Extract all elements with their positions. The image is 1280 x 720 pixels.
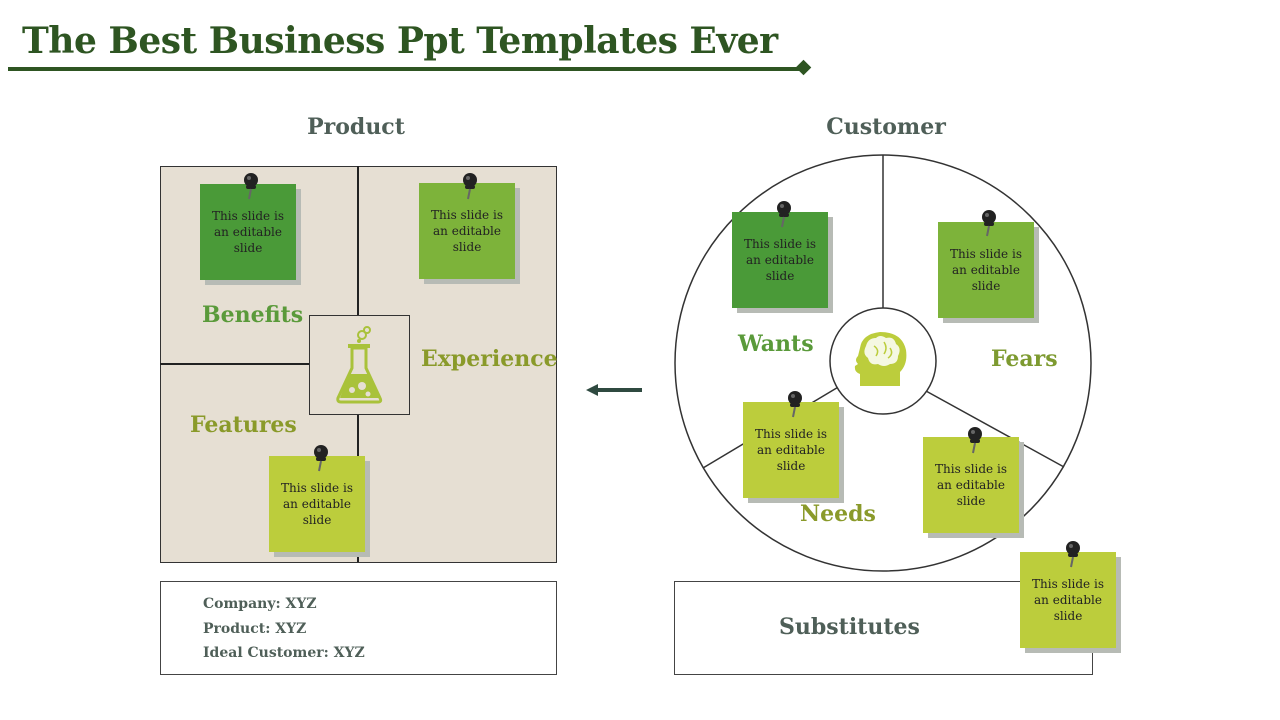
experience-sticky-note: This slide is an editable slide [419, 183, 515, 279]
pushpin-icon [463, 173, 477, 200]
company-line: Company: XYZ [203, 596, 317, 612]
note-text: This slide is an editable slide [950, 247, 1022, 293]
needs2-sticky-note: This slide is an editable slide [923, 437, 1019, 533]
pushpin-icon [1066, 541, 1080, 568]
pushpin-icon [314, 445, 328, 472]
flask-tile [309, 315, 410, 415]
pushpin-icon [982, 210, 996, 237]
title-underline [8, 67, 808, 71]
ideal-customer-line: Ideal Customer: XYZ [203, 645, 365, 661]
title-diamond-marker [795, 59, 812, 76]
note-text: This slide is an editable slide [281, 481, 353, 527]
brain-head-icon [854, 332, 907, 386]
fears-sticky-note: This slide is an editable slide [938, 222, 1034, 318]
note-text: This slide is an editable slide [431, 208, 503, 254]
info-box [160, 581, 557, 675]
product-line: Product: XYZ [203, 621, 307, 637]
features-sticky-note: This slide is an editable slide [269, 456, 365, 552]
product-heading: Product [307, 114, 405, 140]
note-text: This slide is an editable slide [755, 427, 827, 473]
substitutes-label: Substitutes [779, 614, 920, 640]
benefits-sticky-note: This slide is an editable slide [200, 184, 296, 280]
product-divider-left [160, 363, 310, 365]
pushpin-icon [244, 173, 258, 200]
slide-title: The Best Business Ppt Templates Ever [22, 20, 778, 62]
features-label: Features [190, 412, 297, 438]
benefits-label: Benefits [202, 302, 304, 328]
note-text: This slide is an editable slide [744, 237, 816, 283]
fears-label: Fears [991, 346, 1058, 372]
note-text: This slide is an editable slide [212, 209, 284, 255]
note-text: This slide is an editable slide [1032, 577, 1104, 623]
note-text: This slide is an editable slide [935, 462, 1007, 508]
pushpin-icon [777, 201, 791, 228]
product-divider-top [357, 166, 359, 316]
pushpin-icon [788, 391, 802, 418]
wants-label: Wants [738, 331, 814, 357]
needs-label: Needs [800, 501, 876, 527]
substitutes-sticky-note: This slide is an editable slide [1020, 552, 1116, 648]
arrow-left-icon [586, 384, 642, 396]
pushpin-icon [968, 427, 982, 454]
customer-heading: Customer [826, 114, 946, 140]
experience-label: Experience [421, 346, 558, 372]
flask-icon [336, 326, 383, 404]
wants-sticky-note: This slide is an editable slide [732, 212, 828, 308]
needs-sticky-note: This slide is an editable slide [743, 402, 839, 498]
